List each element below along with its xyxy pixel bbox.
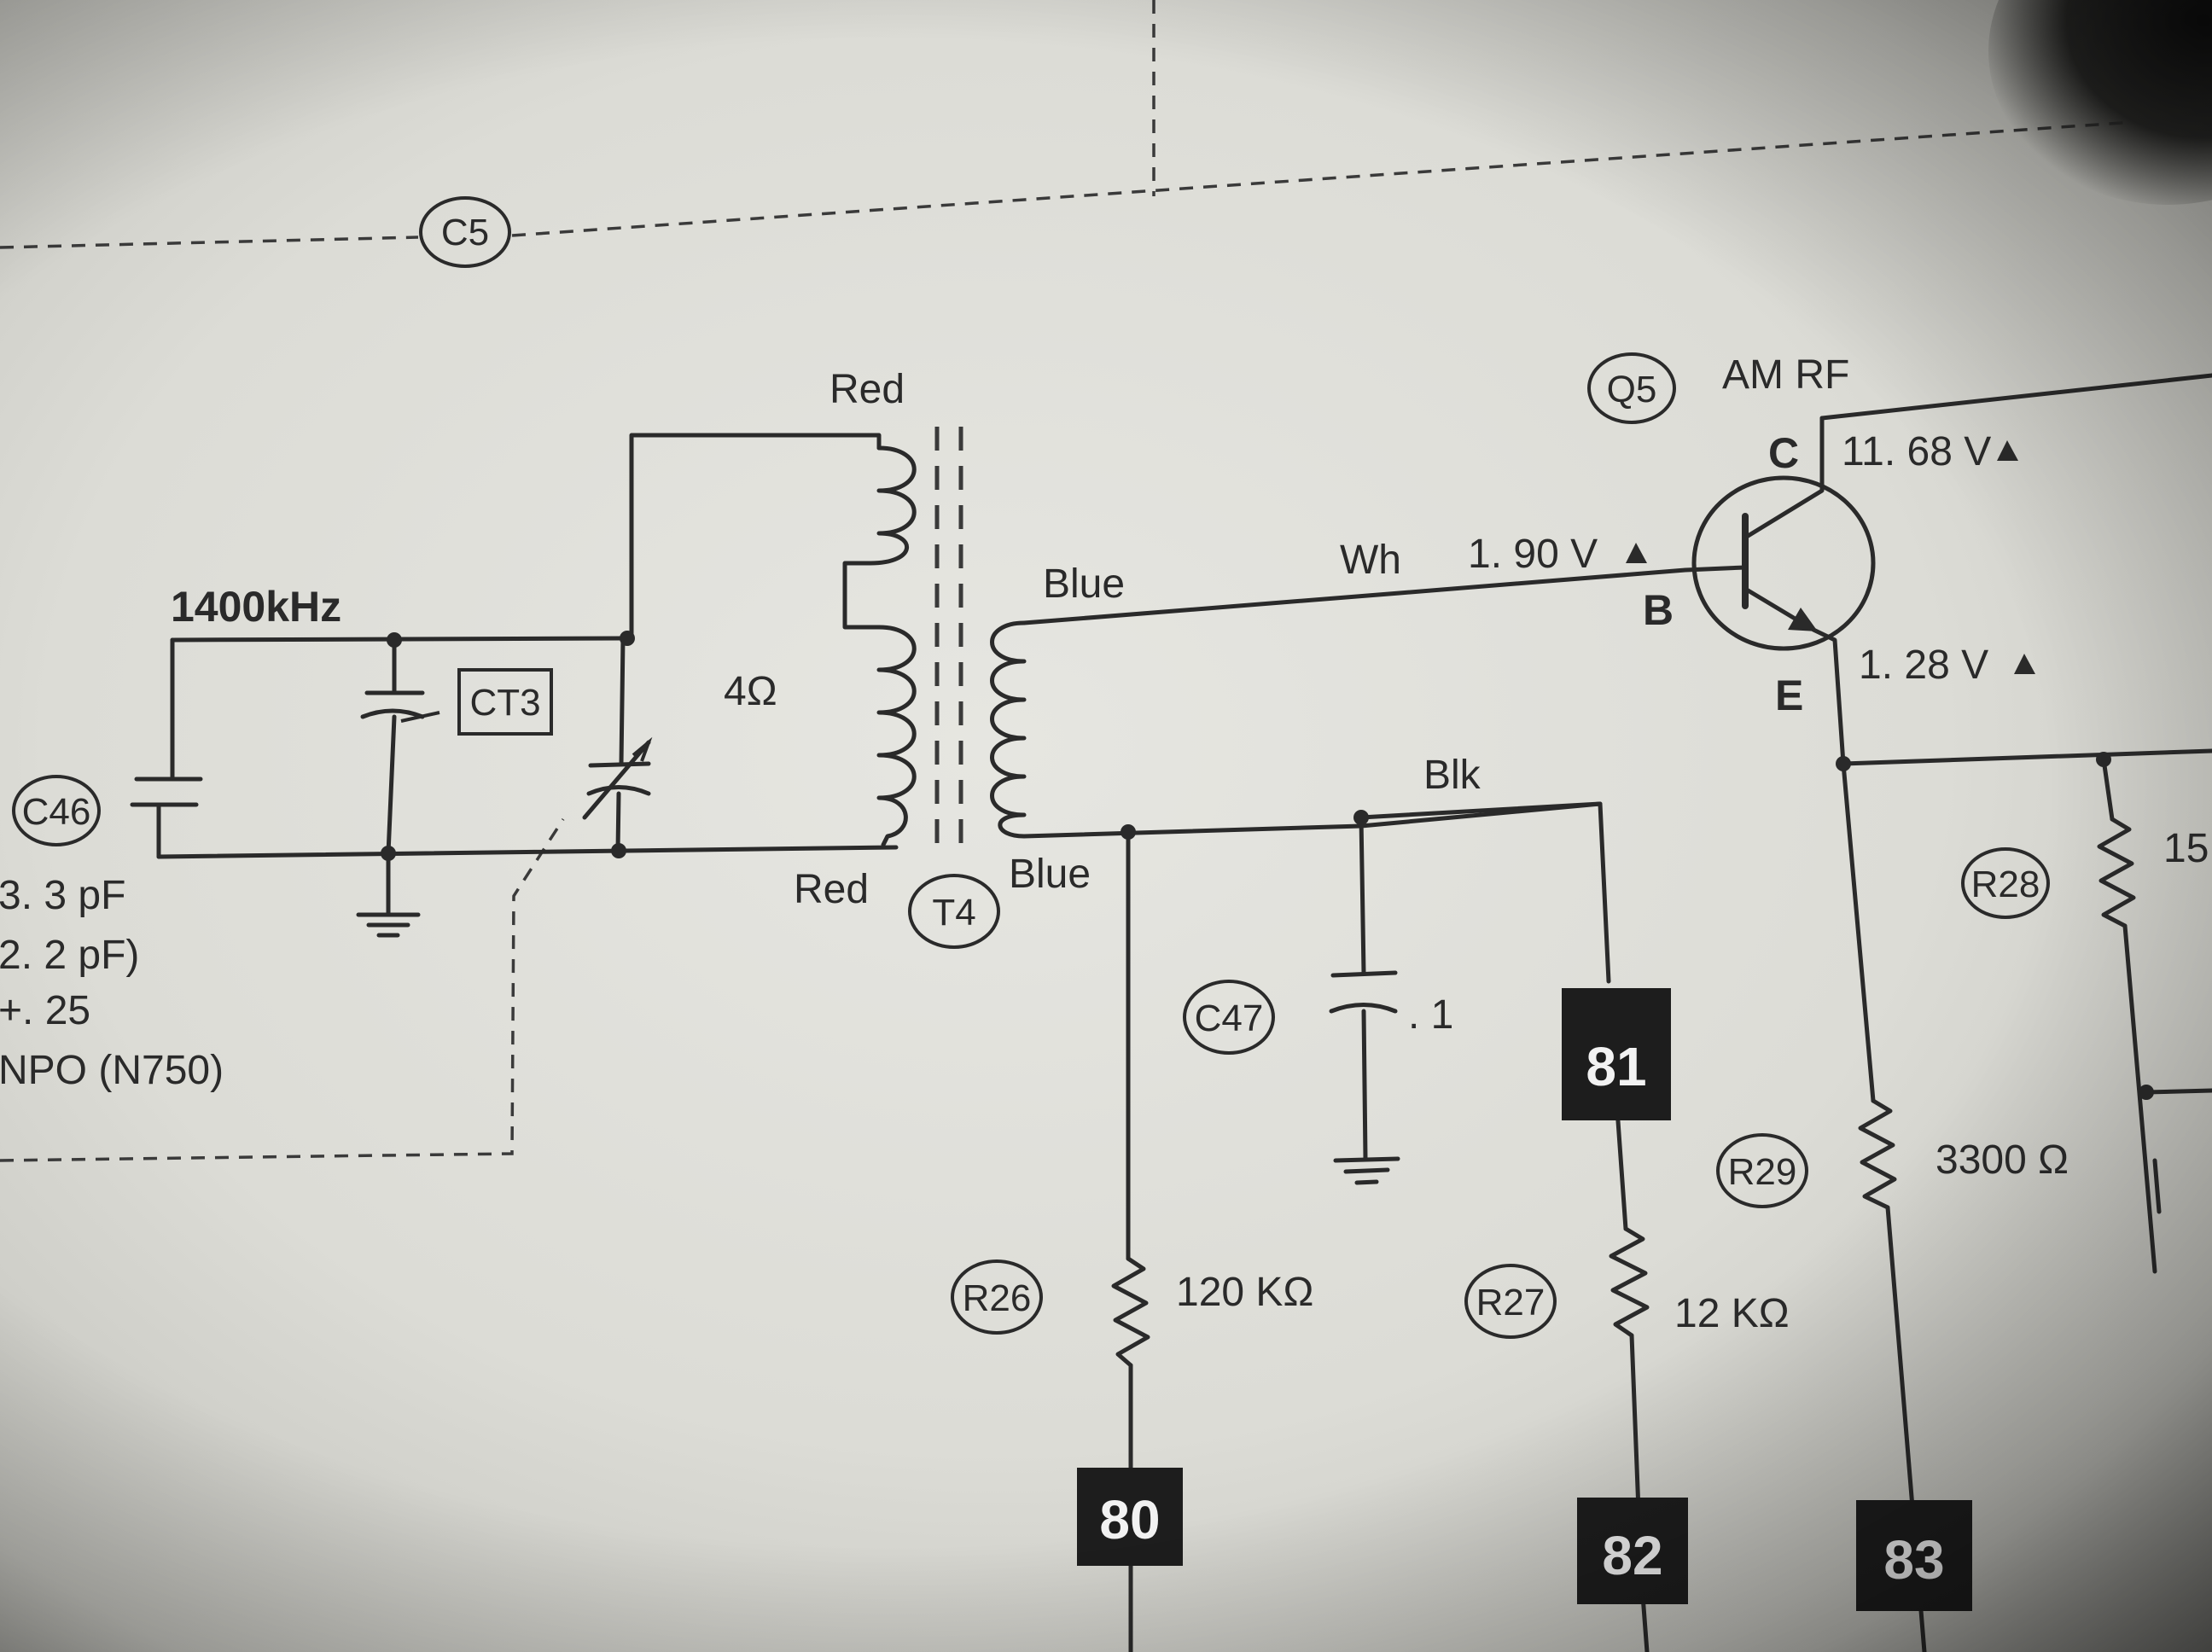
terminal-81-label: 81 xyxy=(1586,1036,1646,1097)
r28-ref: R28 xyxy=(1961,847,2050,919)
c47-value: . 1 xyxy=(1408,992,1453,1038)
collector-pin-label: C xyxy=(1768,429,1799,477)
terminal-82-label: 82 xyxy=(1602,1525,1662,1586)
transformer-t4 xyxy=(842,427,1688,847)
c46-ref: C46 xyxy=(12,775,101,846)
r29-label: R29 xyxy=(1728,1151,1797,1193)
terminal-81: 81 xyxy=(1562,988,1671,1120)
emitter-voltage: 1. 28 V xyxy=(1859,643,1988,688)
blk-label: Blk xyxy=(1423,753,1481,798)
terminal-80: 80 xyxy=(1077,1468,1183,1566)
t4-ref: T4 xyxy=(908,874,1000,949)
freq-label: 1400kHz xyxy=(171,583,341,631)
base-voltage: 1. 90 V xyxy=(1468,532,1598,577)
terminal-83-label: 83 xyxy=(1883,1529,1944,1591)
r28-value: 15 xyxy=(2163,826,2209,871)
terminal-83: 83 xyxy=(1856,1500,1972,1611)
red-bottom-label: Red xyxy=(794,867,869,912)
c47-label: C47 xyxy=(1195,998,1264,1039)
am-rf-label: AM RF xyxy=(1722,352,1849,398)
r27-label: R27 xyxy=(1476,1282,1545,1323)
c46-value-3: +. 25 xyxy=(0,988,90,1033)
r26-label: R26 xyxy=(963,1277,1032,1319)
t4-label: T4 xyxy=(932,892,975,934)
c46-value-1: 3. 3 pF xyxy=(0,873,125,918)
r29-ref: R29 xyxy=(1716,1133,1808,1208)
terminal-82: 82 xyxy=(1577,1498,1688,1604)
emitter-pin-label: E xyxy=(1775,672,1803,719)
blue-top-label: Blue xyxy=(1043,561,1125,607)
c47-ref: C47 xyxy=(1183,980,1275,1055)
c46-value-2: 2. 2 pF) xyxy=(0,933,139,978)
ct3-box: CT3 xyxy=(457,668,553,736)
ct3-label: CT3 xyxy=(469,682,540,724)
q5-ref: Q5 xyxy=(1587,352,1676,424)
c46-value-4: NPO (N750) xyxy=(0,1048,224,1093)
collector-voltage-arrow xyxy=(1997,440,2018,461)
emitter-voltage-arrow xyxy=(2014,654,2035,674)
collector-voltage: 11. 68 V xyxy=(1842,429,1991,474)
r29-value: 3300 Ω xyxy=(1936,1137,2069,1183)
red-top-label: Red xyxy=(830,367,905,412)
c5-ref: C5 xyxy=(419,196,511,268)
r26-value: 120 KΩ xyxy=(1176,1270,1313,1315)
base-voltage-arrow xyxy=(1626,543,1647,563)
terminal-80-label: 80 xyxy=(1099,1489,1160,1550)
ohms-4-label: 4Ω xyxy=(724,669,777,714)
r26-ref: R26 xyxy=(951,1259,1043,1335)
wh-label: Wh xyxy=(1340,538,1401,583)
q5-label: Q5 xyxy=(1607,369,1657,410)
r27-ref: R27 xyxy=(1464,1264,1557,1339)
c5-label: C5 xyxy=(441,212,489,253)
r27-value: 12 KΩ xyxy=(1674,1291,1790,1336)
blue-bottom-label: Blue xyxy=(1009,852,1091,897)
r28-label: R28 xyxy=(1971,864,2040,905)
base-pin-label: B xyxy=(1643,586,1674,634)
bias-network xyxy=(1111,801,1650,1652)
c46-label: C46 xyxy=(22,791,91,833)
